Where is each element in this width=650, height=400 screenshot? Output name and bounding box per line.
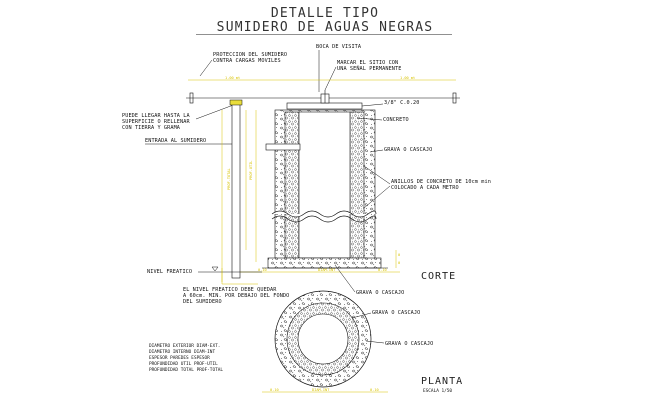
entry-pipe-top: [229, 99, 243, 106]
label-nivel-note-2: A 60cm. MIN. POR DEBAJO DEL FONDO: [183, 293, 289, 299]
spec-0: DIAMETRO EXTERIOR DIAM-EXT.: [149, 343, 220, 349]
leader-grava-2: [334, 264, 356, 293]
dim-plan-c: 0.10: [370, 388, 379, 392]
label-varilla: 3/8" C.0.20: [384, 100, 419, 106]
label-puede-3: CON TIERRA Y GRAMA: [122, 125, 181, 131]
label-corte: CORTE: [421, 271, 456, 282]
dim-bottom-c: 0.10: [378, 268, 387, 272]
title-line1: DETALLE TIPO: [271, 6, 379, 21]
label-nivel-note-3: DEL SUMIDERO: [183, 299, 222, 305]
label-puede-1: PUEDE LLEGAR HASTA LA: [122, 113, 190, 119]
label-grava-3: GRAVA O CASCAJO: [372, 310, 420, 316]
label-grava-1: GRAVA O CASCAJO: [384, 147, 432, 153]
dim-right-a: 0: [398, 253, 400, 257]
label-entrada: ENTRADA AL SUMIDERO: [145, 138, 206, 144]
leader-marcar: [324, 66, 337, 91]
label-anillos-2: COLOCADO A CADA METRO: [391, 185, 459, 191]
label-proteccion-2: CONTRA CARGAS MOVILES: [213, 58, 281, 64]
label-nivel: NIVEL FREATICO: [147, 269, 192, 275]
dim-bottom-a: 0.10: [258, 268, 267, 272]
wall-left: [284, 111, 300, 259]
label-marcar-1: MARCAR EL SITIO CON: [337, 60, 398, 66]
label-grava-4: GRAVA O CASCAJO: [385, 341, 433, 347]
title-line2: SUMIDERO DE AGUAS NEGRAS: [217, 20, 434, 35]
dim-plan-a: 0.10: [270, 388, 279, 392]
leader-proteccion: [199, 59, 213, 77]
dim-vert-1-label: PROF-TOTAL: [227, 168, 231, 190]
entry-pipe: [231, 102, 241, 279]
dim-bottom-b: DIAM-INT: [318, 268, 336, 272]
interior: [298, 111, 351, 259]
leader-anillos-1: [363, 165, 391, 185]
spec-4: PROFUNDIDAD TOTAL PROF-TOTAL: [149, 367, 223, 373]
lid-slab: [286, 102, 363, 110]
leader-anillos-2: [363, 185, 391, 209]
break-line-2: [271, 215, 377, 223]
nivel-symbol: [211, 266, 219, 272]
leader-grava-4: [365, 340, 385, 344]
label-boca: BOCA DE VISITA: [316, 44, 362, 50]
label-anillos-1: ANILLOS DE CONCRETO DE 10cm min: [391, 179, 491, 185]
label-grava-2: GRAVA O CASCAJO: [356, 290, 404, 296]
inlet-pipe: [265, 143, 301, 151]
label-marcar-2: UNA SEÑAL PERMANENTE: [337, 65, 401, 72]
label-nivel-note-1: EL NIVEL FREATICO DEBE QUEDAR: [183, 287, 277, 293]
leader-grava-1: [369, 149, 384, 153]
post-right: [452, 92, 457, 104]
label-puede-2: SUPERFICIE O RELLENAR: [122, 119, 190, 125]
label-planta: PLANTA: [421, 376, 463, 387]
dim-plan-b: DIAM-INT: [312, 388, 330, 392]
post-left: [189, 92, 194, 104]
leader-varilla: [361, 103, 384, 107]
dim-vert-2-label: PROF-UTIL: [249, 161, 253, 180]
dim-top-left: 1.00 mt: [225, 76, 240, 80]
label-proteccion-1: PROTECCION DEL SUMIDERO: [213, 52, 287, 58]
label-concreto: CONCRETO: [383, 117, 409, 123]
plan-interior: [297, 313, 349, 365]
label-escala: ESCALA 1/50: [423, 388, 452, 394]
leader-grava-3: [351, 312, 372, 319]
gravel-bed: [267, 257, 382, 269]
break-line: [271, 210, 377, 218]
spec-3: PROFUNDIDAD UTIL PROF-UTIL: [149, 361, 218, 367]
spec-1: DIAMETRO INTERNO DIAM-INT: [149, 349, 215, 355]
spec-2: ESPESOR PAREDES ESPESOR: [149, 355, 210, 361]
plan-view: [274, 290, 372, 388]
dim-right-b: 0: [398, 261, 400, 265]
leader-concreto: [356, 117, 383, 121]
dim-top-right: 1.00 mt: [400, 76, 415, 80]
leader-puede: [195, 103, 237, 120]
wall-right: [349, 111, 365, 259]
